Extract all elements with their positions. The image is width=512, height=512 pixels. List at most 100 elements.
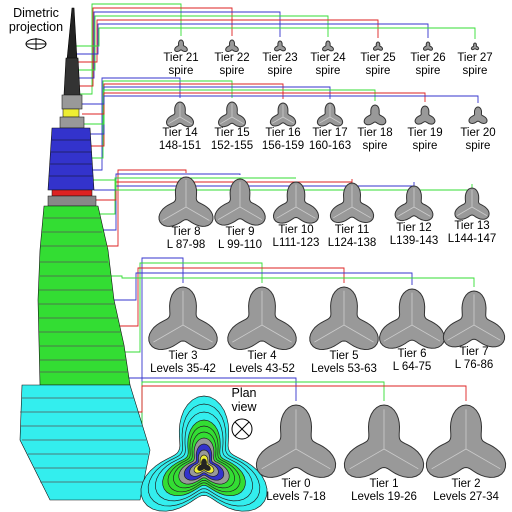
tier-10-leader-line (97, 177, 296, 215)
spire (66, 7, 78, 61)
tier-20-range: spire (466, 140, 491, 152)
tier-15-name: Tier 15 (214, 127, 249, 139)
tier-26-plan-shape (423, 41, 433, 51)
tier-13-range: L144-147 (448, 233, 497, 245)
plan-view-symbol-icon (231, 418, 253, 440)
tier-9-range: L 99-110 (218, 239, 262, 251)
spire-gray-band-2 (59, 116, 85, 129)
tier-10-range: L111-123 (273, 237, 320, 249)
tier-12-name: Tier 12 (396, 222, 431, 234)
tier-25-range: spire (366, 65, 391, 77)
tier-15-core-line (231, 116, 244, 125)
tier-26-leader-line (76, 23, 429, 55)
tier-13-core-line (471, 206, 488, 216)
tier-3-leader-line (124, 257, 184, 379)
tier-5-core-line (314, 324, 345, 343)
tier-25-leader-line (77, 19, 379, 63)
tier-9-core-line (239, 206, 263, 220)
tier-2-core-line (465, 448, 501, 470)
plan-view-diagram (140, 395, 268, 512)
tier-11-name: Tier 11 (335, 224, 370, 236)
tier-6: Tier 6L 64-75 (379, 288, 445, 373)
tier-0-name: Tier 0 (282, 478, 311, 490)
tier-4-range: Levels 43-52 (229, 363, 295, 375)
tier-13-core-line (456, 206, 473, 216)
tier-4-core-line (261, 324, 292, 343)
tier-16-core-line (271, 116, 284, 124)
tier-26-range: spire (416, 65, 441, 77)
tier-19-range: spire (413, 140, 438, 152)
tier-26-name: Tier 26 (410, 52, 445, 64)
tier-1-core-line (349, 448, 385, 470)
tier-1-name: Tier 1 (370, 478, 399, 490)
tower-green-section (37, 205, 131, 386)
spire-yellow-band (62, 108, 80, 118)
tier-10-core-line (276, 206, 297, 219)
tier-5-leader-line (116, 267, 345, 327)
dimetric-title-line1: Dimetric (13, 6, 59, 20)
tier-6-range: L 64-75 (393, 361, 432, 373)
tier-16-range: 156-159 (262, 140, 304, 152)
tower-dimetric-view (19, 7, 151, 501)
tier-12-range: L139-143 (390, 235, 439, 247)
tier-16-core-line (282, 116, 295, 124)
tier-2-name: Tier 2 (452, 478, 481, 490)
tier-20-name: Tier 20 (460, 127, 495, 139)
tier-24-plan-shape (322, 40, 334, 52)
tier-7-range: L 76-86 (455, 359, 494, 371)
tier-21-plan-shape (174, 39, 188, 52)
tier-21-leader-line (80, 3, 182, 95)
tier-16-leader-line (88, 83, 284, 147)
tier-25-plan-shape (373, 41, 383, 51)
tier-22-leader-line (79, 7, 233, 87)
tier-4-name: Tier 4 (248, 350, 278, 362)
tier-14-name: Tier 14 (162, 127, 198, 139)
tier-6-leader-line (112, 272, 413, 301)
tier-27-leader-line (75, 27, 476, 47)
tier-7-name: Tier 7 (460, 346, 489, 358)
spire-upper-body (63, 57, 81, 96)
tier-3-range: Levels 35-42 (150, 363, 216, 375)
tier-27-range: spire (463, 65, 488, 77)
dimetric-title-line2: projection (9, 20, 63, 34)
tier-21-range: spire (169, 65, 194, 77)
tier-17-leader-line (86, 86, 331, 135)
tier-13-name: Tier 13 (454, 220, 489, 232)
tier-21-name: Tier 21 (163, 52, 198, 64)
tier-7-core-line (447, 324, 475, 341)
tier-8-core-line (162, 206, 187, 221)
tier-3-core-line (153, 324, 184, 343)
tier-9-core-line (217, 206, 241, 220)
tower-red-band (51, 189, 93, 197)
tower-gray-band (47, 195, 97, 207)
tier-10-core-line (295, 206, 316, 219)
tier-22-name: Tier 22 (214, 52, 249, 64)
tier-18-leader-line (84, 89, 376, 125)
tier-2-core-line (431, 448, 467, 470)
tier-10-name: Tier 10 (278, 224, 313, 236)
tier-8-core-line (185, 206, 210, 221)
tier-0-core-line (261, 448, 297, 470)
tier-16-name: Tier 16 (265, 127, 300, 139)
tier-1-core-line (383, 448, 419, 470)
plan-view-title-line1: Plan (231, 386, 256, 400)
tier-19-name: Tier 19 (407, 127, 442, 139)
tier-3-name: Tier 3 (169, 350, 198, 362)
tier-8-leader-line (104, 169, 187, 247)
tier-23-plan-shape (274, 40, 286, 52)
